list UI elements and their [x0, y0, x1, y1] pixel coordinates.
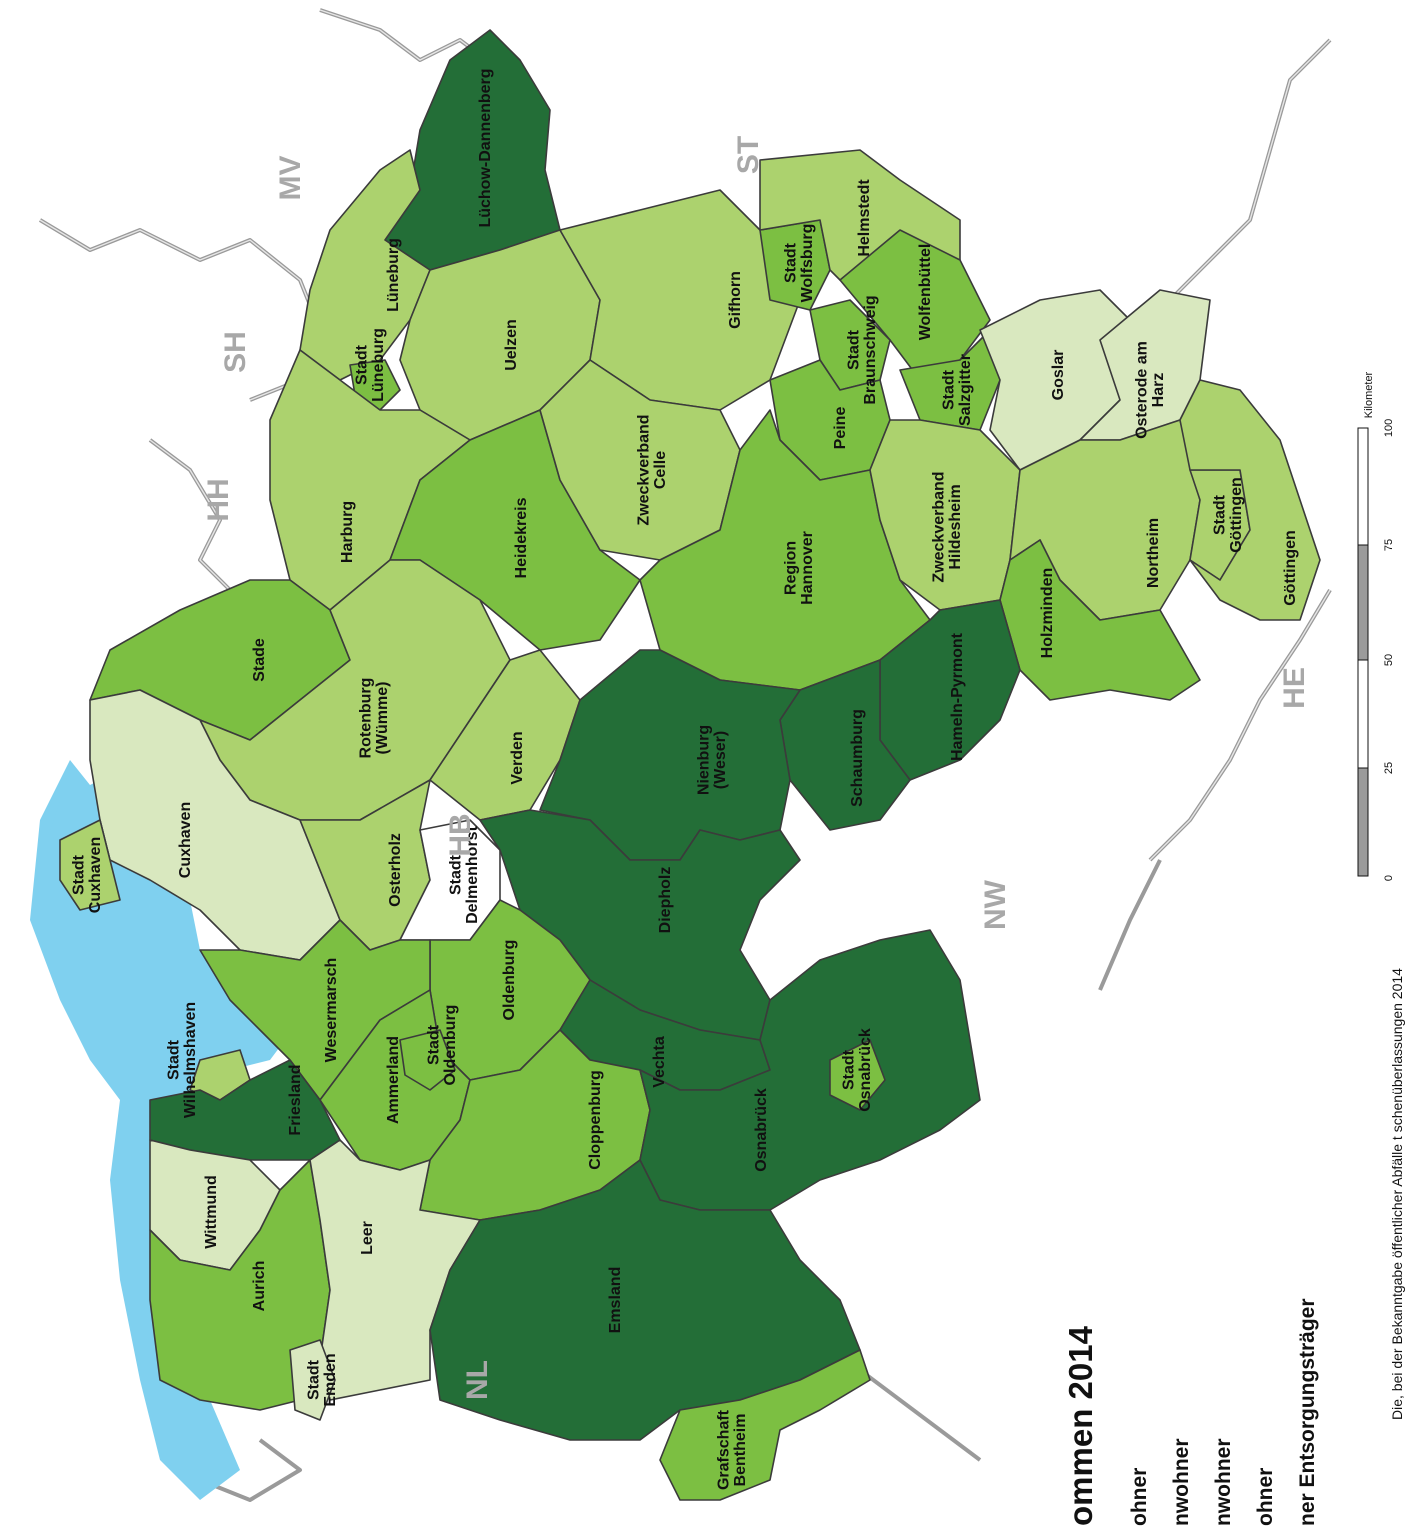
scale-tick-50: 50: [1383, 654, 1395, 666]
neighbor-labels: NL MV SH HH HB ST NW HE: [202, 136, 1311, 1400]
label-stadt-emden: StadtEmden: [305, 1353, 339, 1406]
label-stadt-wolfsburg: StadtWolfsburg: [782, 224, 816, 303]
label-stadt-oldenburg: StadtOldenburg: [425, 1005, 459, 1086]
legend-item-5: ner Entsorgungsträger: [1296, 1298, 1319, 1526]
scale-segment-1: [1357, 767, 1369, 877]
legend-title: ommen 2014: [1062, 1325, 1099, 1526]
label-stade: Stade: [251, 638, 268, 682]
label-oldenburg: Oldenburg: [501, 940, 518, 1021]
neighbor-borders: [38, 8, 1332, 1502]
region-emsland: [429, 1159, 861, 1441]
legend-item-4: ohner: [1254, 1468, 1277, 1526]
neighbor-label-nl: NL: [461, 1360, 494, 1400]
label-emsland: Emsland: [607, 1267, 624, 1334]
label-osterode: Osterode amHarz: [1133, 341, 1167, 439]
label-stadt-goettingen: StadtGöttingen: [1211, 477, 1245, 553]
scale-segment-4: [1357, 427, 1369, 546]
label-cloppenburg: Cloppenburg: [587, 1070, 604, 1170]
label-wittmund: Wittmund: [203, 1175, 220, 1249]
neighbor-label-nw: NW: [979, 879, 1012, 930]
label-northeim: Northeim: [1145, 518, 1162, 588]
label-holzminden: Holzminden: [1039, 568, 1056, 659]
neighbor-label-st: ST: [732, 136, 765, 174]
region-hannover: [639, 409, 931, 691]
scale-tick-0: 0: [1383, 875, 1395, 881]
label-zv-celle: ZweckverbandCelle: [635, 414, 669, 525]
district-labels: Lüchow-Dannenberg Lüneburg StadtLüneburg…: [70, 68, 1299, 1490]
label-schaumburg: Schaumburg: [849, 709, 866, 807]
label-goettingen: Göttingen: [1282, 530, 1299, 606]
label-verden: Verden: [509, 731, 526, 784]
region-osnabrueck: [639, 929, 981, 1211]
legend-item-3: nwohner: [1212, 1439, 1235, 1526]
label-osnabrueck: Osnabrück: [753, 1088, 770, 1172]
label-lueneburg: Lüneburg: [385, 238, 402, 312]
neighbor-label-sh: SH: [219, 331, 252, 373]
label-ammerland: Ammerland: [385, 1036, 402, 1124]
legend-item-2: nwohner: [1170, 1439, 1193, 1526]
scale-tick-100: 100: [1383, 419, 1395, 437]
label-vechta: Vechta: [651, 1036, 668, 1088]
neighbor-label-hh: HH: [202, 478, 235, 521]
region-stadt-osnabrueck: [829, 1039, 886, 1111]
label-wolfenbuettel: Wolfenbüttel: [917, 244, 934, 341]
label-heidekreis: Heidekreis: [513, 497, 530, 578]
label-luechow-dannenberg: Lüchow-Dannenberg: [477, 68, 494, 227]
scale-tick-25: 25: [1383, 762, 1395, 774]
region-stadt-cuxhaven: [59, 819, 121, 911]
scale-bar: 0 25 50 75 100 Kilometer: [1357, 371, 1395, 881]
label-gifhorn: Gifhorn: [727, 271, 744, 329]
label-nienburg: Nienburg(Weser): [695, 725, 729, 795]
label-stadt-cuxhaven: StadtCuxhaven: [70, 837, 104, 913]
label-hameln-pyrmont: Hameln-Pyrmont: [949, 632, 966, 761]
legend-item-1: ohner: [1128, 1468, 1151, 1526]
neighbor-label-hb: HB: [444, 813, 477, 856]
neighbor-label-he: HE: [1278, 667, 1311, 709]
label-zv-hildesheim: ZweckverbandHildesheim: [930, 471, 964, 582]
region-holzminden: [999, 539, 1201, 701]
label-osterholz: Osterholz: [387, 833, 404, 907]
footnote: Die, bei der Bekanntgabe öffentlicher Ab…: [1389, 968, 1405, 1420]
label-friesland: Friesland: [287, 1064, 304, 1135]
region-luechow-dannenberg: [384, 29, 561, 271]
label-uelzen: Uelzen: [503, 319, 520, 371]
label-harburg: Harburg: [339, 501, 356, 563]
label-aurich: Aurich: [251, 1261, 268, 1312]
label-cuxhaven: Cuxhaven: [177, 802, 194, 878]
region-stadt-oldenburg: [399, 1029, 456, 1091]
label-diepholz: Diepholz: [657, 867, 674, 934]
label-leer: Leer: [359, 1221, 376, 1255]
label-stadt-osnabrueck: StadtOsnabrück: [840, 1028, 874, 1112]
label-stadt-braunschweig: StadtBraunschweig: [845, 295, 879, 404]
label-stadt-wilhelmshaven: StadtWilhelmshaven: [165, 1002, 199, 1118]
scale-segment-2: [1357, 659, 1369, 769]
region-stadt-emden: [289, 1339, 336, 1421]
label-peine: Peine: [832, 407, 849, 450]
neighbor-label-mv: MV: [274, 156, 307, 201]
districts: [59, 29, 1321, 1501]
label-helmstedt: Helmstedt: [856, 179, 873, 257]
scale-unit: Kilometer: [1363, 371, 1375, 418]
label-hannover: RegionHannover: [782, 531, 816, 605]
label-stadt-delmenhorst: StadtDelmenhorst: [447, 825, 481, 923]
region-grafschaft-bentheim: [659, 1349, 871, 1501]
label-goslar: Goslar: [1050, 350, 1067, 401]
label-stadt-salzgitter: StadtSalzgitter: [940, 354, 974, 426]
region-wolfenbuettel: [839, 229, 991, 381]
label-grafschaft-bentheim: GrafschaftBentheim: [715, 1409, 749, 1490]
label-stadt-lueneburg: StadtLüneburg: [353, 328, 387, 402]
scale-segment-3: [1357, 544, 1369, 661]
legend: ommen 2014 ohner nwohner nwohner ohner n…: [1062, 1298, 1319, 1526]
label-wesermarsch: Wesermarsch: [323, 958, 340, 1063]
scale-tick-75: 75: [1383, 539, 1395, 551]
region-goettingen: [1179, 379, 1321, 621]
label-rotenburg: Rotenburg(Wümme): [357, 678, 391, 759]
